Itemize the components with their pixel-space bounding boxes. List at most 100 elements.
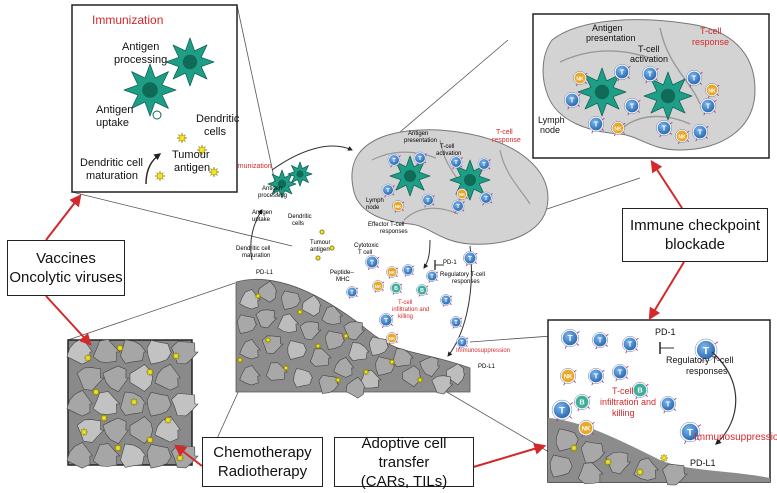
tumour-antigen-icon [341, 331, 351, 341]
tme-tumour-cell [577, 462, 604, 484]
tumour-antigen-icon [208, 166, 220, 178]
cell-letter: T [454, 160, 458, 166]
inset-tumour-cell [102, 365, 129, 393]
b-cell: B [416, 284, 429, 297]
cell-letter: T [618, 368, 623, 377]
inset-tumour-cell [76, 367, 105, 391]
inset-t-cell: T [700, 98, 717, 116]
cell-letter: NK [389, 336, 396, 341]
tme-t-cell: T [592, 332, 609, 350]
cell-letter: T [350, 290, 354, 296]
tumour-cell [293, 368, 314, 388]
inset-tumour-cell [146, 391, 173, 417]
tumour-antigen-icon [129, 397, 139, 407]
tumour-cell [343, 321, 366, 341]
callout-chemotherapy: Chemotherapy Radiotherapy [202, 437, 323, 487]
tumour-cell [368, 336, 390, 356]
tumour-cell [257, 280, 278, 303]
tumour-antigen-icon [253, 291, 263, 301]
tumour-cell [324, 330, 346, 350]
central-immunosuppression: Immunosuppression [456, 348, 510, 354]
tumour-cell [277, 313, 300, 333]
t-cell: T [381, 183, 395, 198]
inset-tumour-cell [76, 419, 105, 443]
tme-tumour-cell [662, 463, 688, 486]
cell-letter: NK [389, 270, 396, 275]
tumour-antigen-icon [635, 467, 645, 477]
inset-tumour-cell [120, 443, 147, 468]
inset-tumour-cell [171, 393, 199, 417]
inset-tumour-cell-cluster [66, 337, 199, 469]
cell-letter: T [692, 74, 697, 83]
callout-checkpoint: Immune checkpoint blockade [622, 208, 768, 262]
callout-checkpoint-line1: Immune checkpoint [629, 217, 761, 234]
cell-letter: T [648, 70, 653, 79]
tumour-antigen-icon [415, 375, 425, 385]
cell-letter: NK [614, 126, 622, 132]
tumour-antigen-icon [281, 363, 291, 373]
tumour-cell [392, 348, 414, 368]
central-pdl1: PD-L1 [256, 270, 274, 276]
inset-tumour-cell [146, 339, 173, 365]
tumour-antigen-icon [171, 351, 181, 361]
tumour-cell [445, 363, 466, 386]
cell-letter: B [420, 288, 424, 294]
tumour-cell [359, 369, 382, 389]
tumour-antigen-icon [333, 375, 343, 385]
tumour-antigen-icon [314, 254, 322, 262]
callout-vaccines: Vaccines Oncolytic viruses [7, 240, 125, 296]
tumour-cell [419, 356, 441, 377]
cell-letter: T [567, 333, 573, 343]
central-dendritic-cells [267, 161, 336, 262]
cell-letter: T [559, 405, 565, 416]
tumour-antigen-icon [79, 427, 89, 437]
cell-letter: NK [576, 76, 584, 82]
cell-letter: T [698, 128, 703, 137]
cell-letter: B [394, 286, 398, 292]
cell-letter: T [386, 188, 390, 194]
tumour-cell [401, 365, 422, 388]
tumour-cell [431, 375, 454, 395]
tumour-antigen-icon [603, 457, 613, 467]
cell-letter: T [594, 120, 599, 129]
inset-dendritic-cell [165, 37, 215, 87]
tumour-antigen-icon [175, 453, 185, 463]
cell-letter: T [384, 317, 388, 324]
inset-tumour-cell [129, 416, 154, 444]
callout-adoptive-transfer: Adoptive cell transfer (CARs, TILs) [334, 435, 474, 490]
cell-letter: T [662, 124, 667, 133]
callout-checkpoint-line2: blockade [664, 236, 726, 253]
inset-tumour-cell [154, 363, 181, 391]
tumour-antigen-icon [569, 443, 579, 453]
tme-tumour-cell [605, 451, 632, 475]
inset-immunization-title: Immunization [92, 13, 163, 27]
cytotoxic-t-cell: T [365, 255, 380, 271]
inset-tme-pd1: PD-1 [655, 327, 676, 337]
tumour-antigen-icon [313, 341, 323, 351]
inset-t-cell: T [588, 116, 605, 134]
t-cell: T [402, 264, 415, 277]
t-cell: T [346, 286, 359, 299]
callout-adoptive-line2: (CARs, TILs) [360, 472, 448, 490]
cell-letter: NK [678, 134, 686, 140]
tumour-antigen-icon [145, 367, 155, 377]
tumour-antigen-icon [99, 413, 109, 423]
inset-tumour-cell [102, 417, 129, 445]
tumour-cell [281, 290, 302, 310]
nk-cell: NK [386, 266, 399, 279]
